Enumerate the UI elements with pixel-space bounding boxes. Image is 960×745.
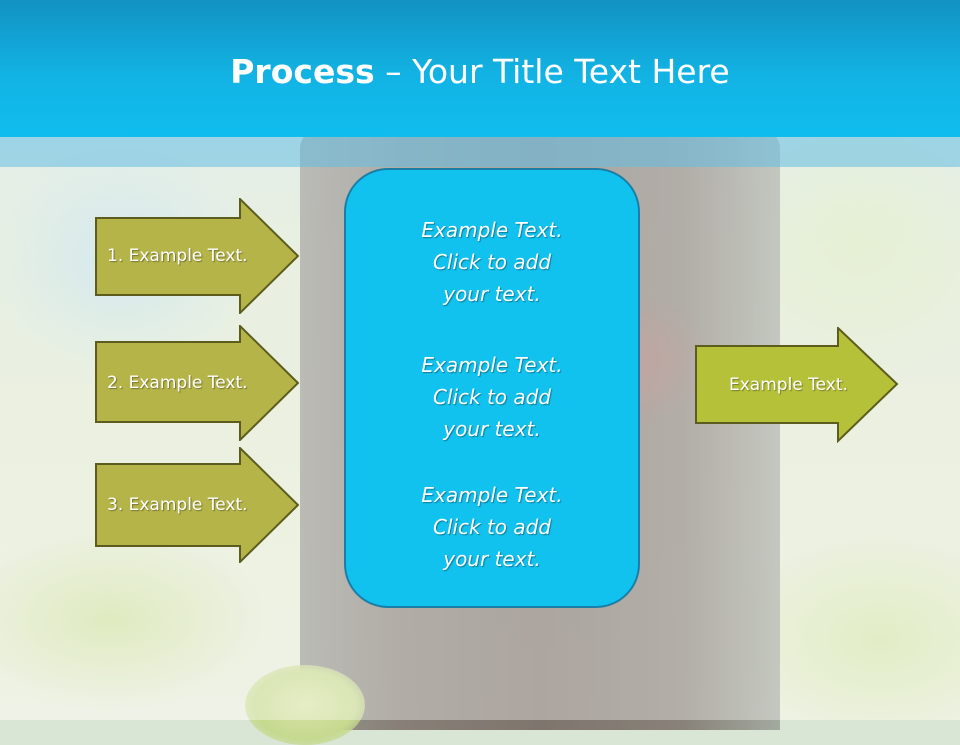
center-text-line: Example Text. [421, 483, 563, 507]
title-strip [0, 137, 960, 167]
center-text-line: your text. [443, 282, 541, 306]
arrow-shape [95, 198, 299, 314]
center-text-block-2: Example Text. Click to add your text. [346, 349, 638, 445]
left-arrow-2[interactable]: 2. Example Text. [95, 325, 299, 441]
center-text-line: your text. [443, 547, 541, 571]
title-band [0, 0, 960, 137]
center-text-line: Example Text. [421, 353, 563, 377]
center-text-line: Example Text. [421, 218, 563, 242]
center-text-line: Click to add [432, 250, 552, 274]
left-arrow-1-label: 1. Example Text. [107, 246, 248, 266]
center-text-line: Click to add [432, 515, 552, 539]
right-arrow[interactable]: Example Text. [695, 327, 899, 443]
arrow-shape [95, 447, 299, 563]
center-text-block-1: Example Text. Click to add your text. [346, 214, 638, 310]
center-text-line: Click to add [432, 385, 552, 409]
center-text-block-3: Example Text. Click to add your text. [346, 479, 638, 575]
title-rest-text: – Your Title Text Here [374, 52, 730, 91]
right-arrow-label: Example Text. [729, 375, 848, 395]
slide-title[interactable]: Process – Your Title Text Here [0, 52, 960, 91]
left-arrow-1[interactable]: 1. Example Text. [95, 198, 299, 314]
arrow-shape [695, 327, 899, 443]
left-arrow-3[interactable]: 3. Example Text. [95, 447, 299, 563]
center-text-box[interactable]: Example Text. Click to add your text. Ex… [344, 168, 640, 608]
left-arrow-3-label: 3. Example Text. [107, 495, 248, 515]
arrow-shape [95, 325, 299, 441]
title-bold-text: Process [230, 52, 375, 91]
center-text-line: your text. [443, 417, 541, 441]
left-arrow-2-label: 2. Example Text. [107, 373, 248, 393]
